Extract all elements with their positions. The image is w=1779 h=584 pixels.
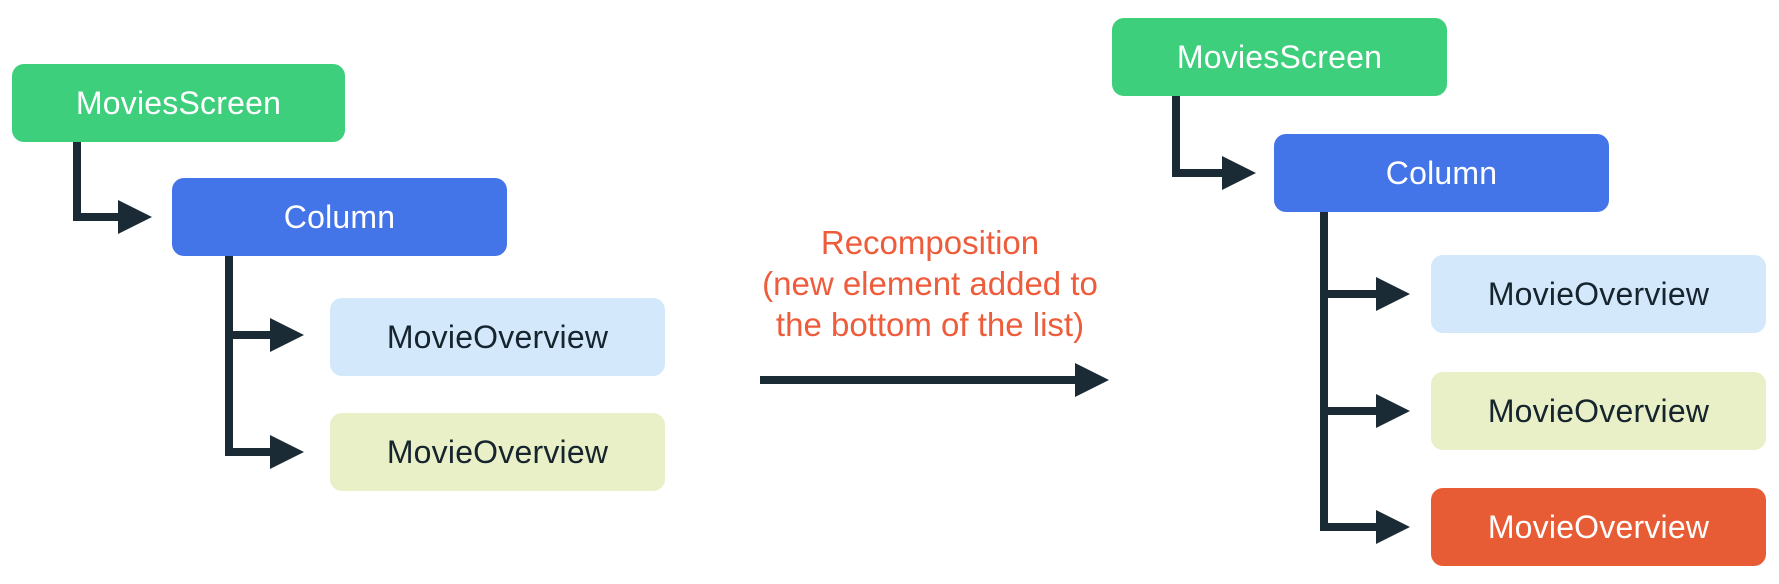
before-arrowhead-movieoverview-2-icon (270, 435, 304, 469)
after-connector-branch-1 (1320, 290, 1376, 298)
before-connector-column-trunk (225, 256, 233, 456)
after-connector-column-trunk (1320, 212, 1328, 531)
after-arrowhead-movieoverview-1-icon (1376, 277, 1410, 311)
after-connector-root-vertical (1172, 96, 1180, 177)
after-connector-branch-2 (1320, 407, 1376, 415)
before-node-movieoverview-1: MovieOverview (330, 298, 665, 376)
after-node-movieoverview-3-new: MovieOverview (1431, 488, 1766, 566)
before-connector-branch-1 (225, 331, 270, 339)
recomposition-arrow-head-icon (1075, 363, 1109, 397)
before-node-moviesscreen: MoviesScreen (12, 64, 345, 142)
after-arrowhead-column-icon (1222, 156, 1256, 190)
after-node-moviesscreen: MoviesScreen (1112, 18, 1447, 96)
after-arrowhead-movieoverview-3-icon (1376, 510, 1410, 544)
before-node-column: Column (172, 178, 507, 256)
after-node-column: Column (1274, 134, 1609, 212)
recomposition-arrow-shaft (760, 376, 1075, 384)
after-node-movieoverview-1: MovieOverview (1431, 255, 1766, 333)
recomposition-caption: Recomposition (new element added to the … (690, 222, 1170, 345)
after-connector-branch-3 (1320, 523, 1376, 531)
before-arrowhead-column-icon (118, 200, 152, 234)
recomposition-caption-line-3: the bottom of the list) (775, 306, 1085, 343)
after-connector-root-horizontal (1172, 169, 1222, 177)
after-arrowhead-movieoverview-2-icon (1376, 394, 1410, 428)
before-arrowhead-movieoverview-1-icon (270, 318, 304, 352)
before-connector-branch-2 (225, 448, 270, 456)
after-node-movieoverview-2: MovieOverview (1431, 372, 1766, 450)
recomposition-caption-line-2: (new element added to (762, 265, 1098, 302)
before-node-movieoverview-2: MovieOverview (330, 413, 665, 491)
recomposition-caption-line-1: Recomposition (820, 224, 1040, 261)
before-connector-root-horizontal (73, 213, 118, 221)
before-connector-root-vertical (73, 142, 81, 221)
